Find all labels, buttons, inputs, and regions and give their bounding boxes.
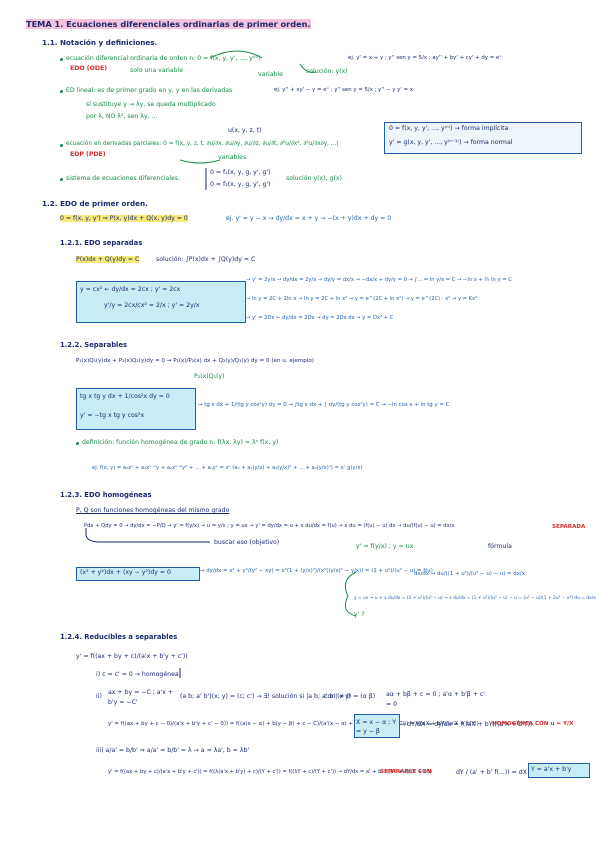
homogeneas-def: P, Q son funciones homogéneas del mismo … <box>76 507 230 514</box>
reducibles-XY-box <box>354 714 400 738</box>
separadas-chain-3: → y' = 2Dx ← dy/dx = 2Dx → dy = 2Dx dx →… <box>246 315 394 321</box>
separadas-sol: solución: ∫P(x)dx + ∫Q(y)dy = C <box>156 256 256 263</box>
separadas-box-line-2: y'/y = 2cx/cx² = 2/x ; y' = 2y/x <box>104 302 200 309</box>
separadas-box-line-1: y = cx² ← dy/dx = 2cx ; y' = 2cx <box>80 286 181 293</box>
separadas-chain-1: → y' = 2y/x → dy/dx = 2y/x → dy/y = dx/x… <box>246 277 512 283</box>
homogeneas-chain-2: → dy/dx = x² + y²/(y² − xy) = x²(1 + (y/… <box>200 568 433 574</box>
ed-lineal: ED lineal: es de primer grado en y, y en… <box>66 87 233 94</box>
sistema-solucion: solución y(x), g(x) <box>286 175 342 182</box>
section-1-2-heading: 1.2. EDO de primer orden. <box>42 199 148 208</box>
reducibles-case-iii: iii) a/a' = b/b' ⇒ a/a' = b/b' = λ → a =… <box>96 747 250 754</box>
homogeneas-chain-1: Pdx + Qdy = 0 → dy/dx = −P/Q → y' = f(y/… <box>84 523 455 529</box>
section-1-2-3-heading: 1.2.3. EDO homogéneas <box>60 491 152 499</box>
lineal-example: ej. y'' + xy' − y = eˣ ; y'' sen y = 5/x… <box>274 87 413 93</box>
solo-una-variable: solo una variable <box>130 67 184 74</box>
buscar-eso: buscar eso (objetivo) <box>214 539 280 546</box>
homogeneas-chain-4: y = ux → u + x du/dx = (1 + u²)/(u² − u)… <box>354 596 596 601</box>
por-lambda-note: por λ, NO λ², sen λy, ... <box>86 113 158 120</box>
sustituye-note: si sustituye y → λy, se queda multiplica… <box>86 101 216 108</box>
edp-definition: ecuación en derivadas parciales: 0 = f(x… <box>66 141 339 147</box>
bullet <box>60 58 63 61</box>
reducibles-iii-frac: dY / (a' + b' f(...)) = dX <box>456 769 527 776</box>
homogenea-ejemplo: ej. f(x, y) = a₀xⁿ + a₁xⁿ⁻¹y + a₂xⁿ⁻²y² … <box>92 465 363 471</box>
reducibles-ii-eq: y' = f((ax + by + c − 0)/(a'x + b'y + c'… <box>108 721 479 727</box>
edo-primer-orden-ej: ej. y' = y − x → dy/dx = x + y → −(x + y… <box>226 215 392 222</box>
section-1-2-4-heading: 1.2.4. Reducibles a separables <box>60 633 178 641</box>
variable-label: variable <box>258 71 283 78</box>
reducibles-ii-xy: con (x y) = (α β) <box>324 693 376 700</box>
separables-chain: → tg x dx + 1/(tg y cos²y) dy = 0 → ∫tg … <box>198 402 450 408</box>
section-1-1-heading: 1.1. Notación y definiciones. <box>42 38 158 47</box>
separada-tag: SEPARADA <box>552 524 586 530</box>
homogeneas-example-box <box>76 567 200 581</box>
edp-vars: u(x, y, z, t) <box>228 127 262 134</box>
sistema-eq-2: 0 = f₂(x, y, g, y', g') <box>210 181 271 188</box>
reducibles-ii-system: ax + by = −C ; a'x + b'y = −C' <box>108 689 174 706</box>
reducibles-case-i: i) c = c' = 0 → homogénea <box>96 671 179 678</box>
sistema-label: sistema de ecuaciones diferenciales: <box>66 175 181 182</box>
edp-tag: EDP (PDE) <box>70 151 106 158</box>
separadas-chain-2: → ln y = 2C + 2ln x → ln y = 2C + ln x² … <box>246 296 478 302</box>
edo-definition: ecuación diferencial ordinaria de orden … <box>66 55 261 62</box>
separables-divisor: P₂(x)Q₁(y) <box>194 373 225 380</box>
sistema-eq-1: 0 = f₁(x, y, g, y', g') <box>210 169 271 176</box>
solucion-label: solución: y(x) <box>306 68 348 75</box>
yprime-question: y' ? <box>354 611 365 618</box>
separables-def: P₁(x)Q₁(y)dx + P₂(x)Q₂(y)dy = 0 → P₁(x)/… <box>76 358 314 364</box>
forma-normal: y' = g(x, y, y', ..., y⁽ⁿ⁻¹⁾) → forma no… <box>389 139 513 146</box>
reducibles-ii-XY: X = x − α ; Y = y − β <box>356 719 397 736</box>
reducibles-Y-box <box>528 763 590 778</box>
reducibles-ii-r2: → dY/dX = dy/dx = f((aX + bY)/(a'X + b'Y… <box>400 721 533 728</box>
separable-tag: SEPARABLE CON <box>380 769 432 775</box>
formula-label: fórmula <box>488 543 512 550</box>
homogeneas-chain-3: dx/dx → du/((1 + u²)/(u² − u) − u) = dx/… <box>414 571 525 577</box>
homogenea-tag: HOMOGÉNEA CON u = Y/X <box>492 721 574 727</box>
homogeneas-box-eq: (x² + y²)dx + (xy − y²)dy = 0 <box>80 569 171 576</box>
separables-example-box <box>76 388 196 430</box>
bullet <box>60 144 63 147</box>
bullet <box>76 442 79 445</box>
forms-box <box>384 122 582 154</box>
edo-primer-orden-def: 0 = f(x, y, y') ⇒ P(x, y)dx + Q(x, y)dy … <box>60 215 188 222</box>
variables-label: variables <box>218 154 247 161</box>
reducibles-iii-Y: Y = a'x + b'y <box>531 766 572 773</box>
section-1-2-1-heading: 1.2.1. EDO separadas <box>60 239 143 247</box>
bullet <box>60 90 63 93</box>
reducibles-def: y' = f((ax + by + c)/(a'x + b'y + c')) <box>76 653 188 660</box>
page-title: TEMA 1. Ecuaciones diferenciales ordinar… <box>26 19 311 29</box>
bullet <box>60 178 63 181</box>
reducibles-ii-matrix: (a b; a' b')(x; y) = (c; c') → ∃! soluci… <box>180 693 351 700</box>
reducibles-case-ii-label: ii) <box>96 693 102 700</box>
reducibles-iii-eq: y' = f((ax + by + c)/(a'x + b'y + c')) =… <box>108 769 433 775</box>
example-edo: ej. y' = x + y ; y'' sen y = 5/x ; ay'' … <box>348 55 502 61</box>
section-1-2-2-heading: 1.2.2. Separables <box>60 341 128 349</box>
reducibles-ii-r: aα + bβ + c = 0 ; a'α + b'β + c' = 0 <box>386 691 485 708</box>
separables-box-line-1: tg x tg y dx + 1/cos²x dy = 0 <box>80 393 170 400</box>
homogenea-definicion: definición: función homogénea de grado n… <box>82 439 279 446</box>
edo-tag: EDO (ODE) <box>70 65 108 72</box>
separables-box-line-2: y' = −tg x tg y cos²x <box>80 412 145 419</box>
separadas-def: P(x)dx + Q(y)dy = C <box>76 256 140 263</box>
homogeneas-substitution: y' = f(y/x) ; y = ux <box>356 543 414 550</box>
forma-implicita: 0 = f(x, y, y', ..., y⁽ⁿ⁾) → forma implí… <box>389 125 509 132</box>
separadas-example-box <box>76 281 246 323</box>
